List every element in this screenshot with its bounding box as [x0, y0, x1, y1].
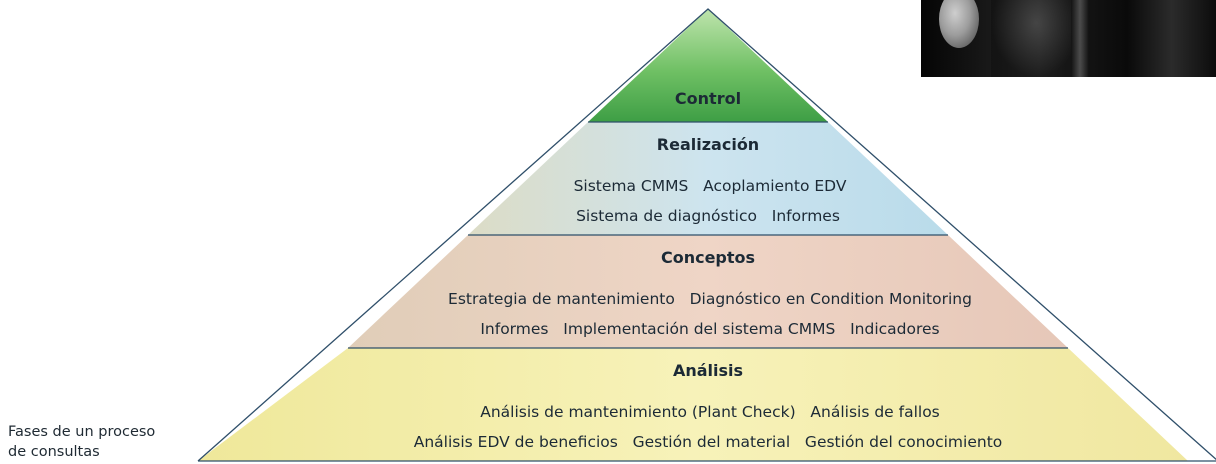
tier-analisis-title: Análisis: [673, 361, 743, 380]
tier-conceptos-line: Informes Implementación del sistema CMMS…: [480, 320, 939, 338]
tier-realizacion-line: Sistema de diagnóstico Informes: [576, 207, 840, 225]
caption-line: Fases de un proceso: [8, 424, 156, 440]
tier-control-title: Control: [675, 89, 741, 108]
tier-realizacion-shape: [468, 122, 948, 235]
tier-control-shape: [588, 9, 828, 122]
tier-analisis-line: Análisis de mantenimiento (Plant Check) …: [480, 403, 940, 421]
pyramid-outline: [197, 8, 1216, 462]
photo-fabric-highlight: [1071, 0, 1089, 77]
tier-conceptos-shape: [348, 235, 1068, 348]
caption-line: de consultas: [8, 444, 100, 460]
photo-hand-highlight: [939, 0, 979, 48]
photo-shadow: [991, 0, 1081, 77]
photo-thumbnail: [921, 0, 1216, 77]
tier-conceptos-line: Estrategia de mantenimiento Diagnóstico …: [448, 290, 972, 308]
tier-realizacion-title: Realización: [657, 135, 759, 154]
tier-realizacion-line: Sistema CMMS Acoplamiento EDV: [574, 177, 847, 195]
tier-analisis-line: Análisis EDV de beneficios Gestión del m…: [414, 433, 1003, 451]
figure-caption: Fases de un proceso de consultas: [8, 422, 208, 462]
tier-analisis-shape: [198, 348, 1188, 461]
tier-conceptos-title: Conceptos: [661, 248, 755, 267]
